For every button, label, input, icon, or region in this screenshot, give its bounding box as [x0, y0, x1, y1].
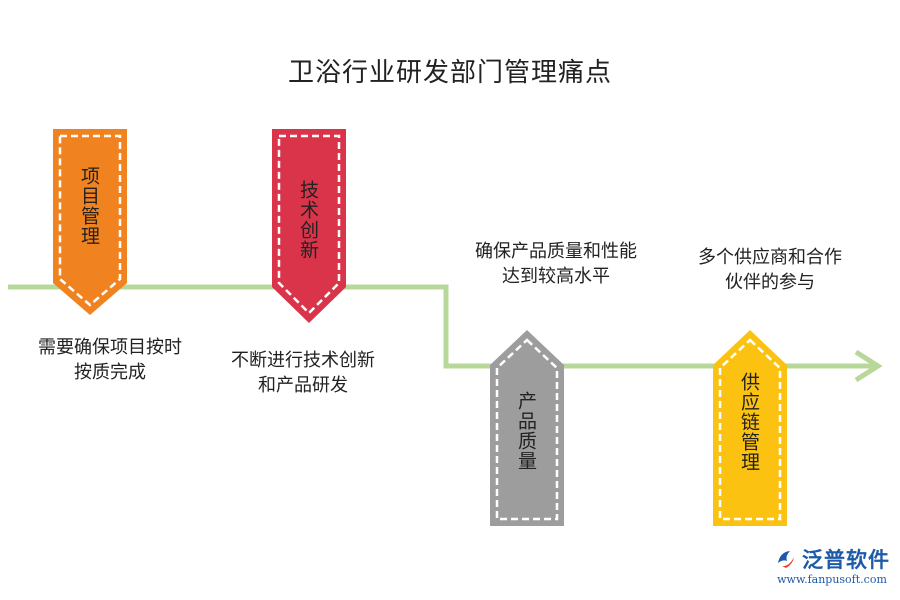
logo-mark-icon — [778, 551, 794, 568]
desc-product-quality: 确保产品质量和性能 达到较高水平 — [475, 241, 637, 287]
logo-url: www.fanpusoft.com — [777, 573, 887, 586]
banner-product-quality — [490, 330, 564, 526]
tag-product-quality: 产品质量 — [515, 391, 537, 471]
tag-tech-innovation: 技术创新 — [297, 180, 319, 260]
banner-project-management — [53, 129, 127, 315]
timeline-arrow-head — [854, 349, 883, 383]
tag-project-management: 项目管理 — [78, 166, 100, 246]
banner-tech-innovation — [272, 129, 346, 323]
company-logo: 泛普软件 www.fanpusoft.com — [774, 544, 890, 586]
banner-supply-chain — [713, 330, 787, 526]
desc-supply-chain: 多个供应商和合作 伙伴的参与 — [698, 247, 842, 293]
tag-supply-chain: 供应链管理 — [738, 372, 760, 472]
desc-project-management: 需要确保项目按时 按质完成 — [38, 337, 182, 383]
desc-tech-innovation: 不断进行技术创新 和产品研发 — [231, 350, 375, 396]
diagram-title: 卫浴行业研发部门管理痛点 — [287, 58, 612, 88]
timeline-line — [8, 284, 874, 369]
logo-name: 泛普软件 — [802, 548, 890, 572]
